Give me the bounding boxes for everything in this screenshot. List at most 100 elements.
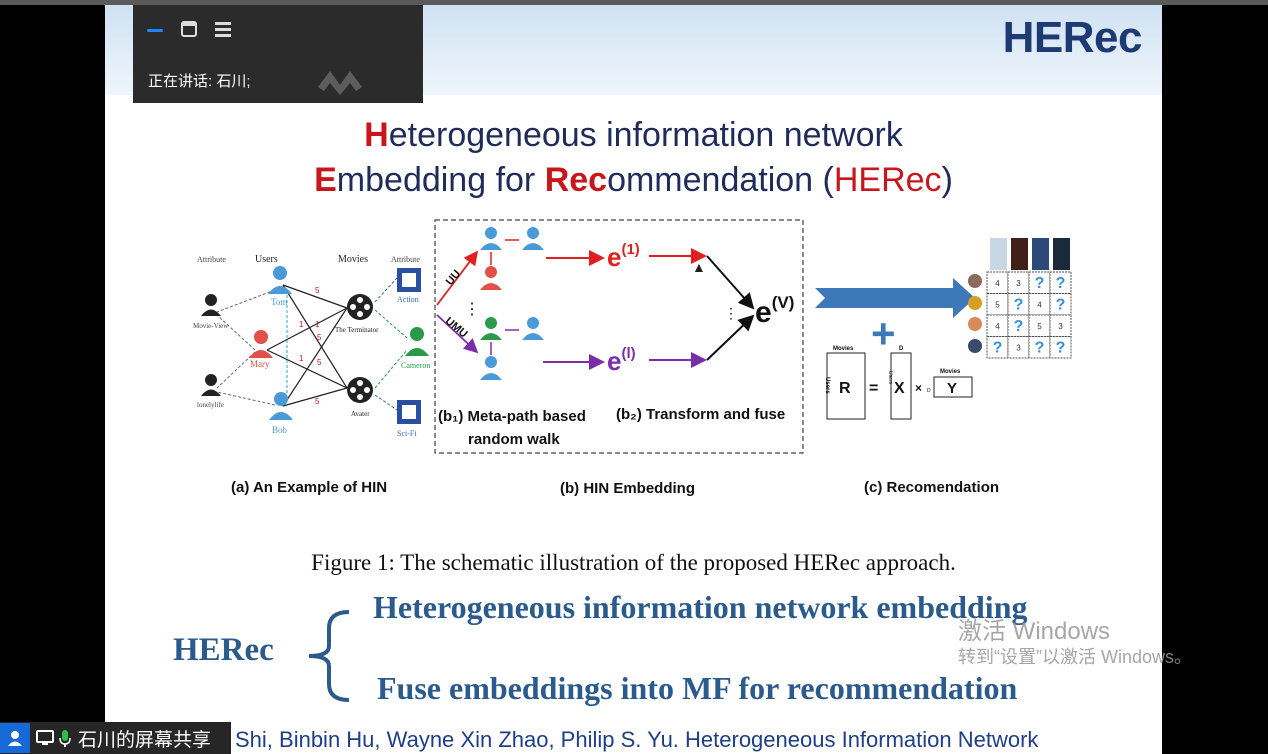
attr-node-cameron	[405, 327, 429, 356]
walk-users-top	[480, 227, 544, 290]
screen-share-icon[interactable]	[35, 728, 55, 748]
label-b2: (b₂) Transform and fuse	[616, 406, 785, 423]
rating-value: ?	[1056, 275, 1066, 292]
rating-user-avatars	[968, 274, 982, 353]
attr-node-movie-view	[201, 294, 221, 316]
mouse-cursor-icon: ▲	[692, 259, 706, 275]
caption-panel-c: (c) Recomendation	[864, 479, 999, 496]
edge-weight-1: 5	[315, 286, 320, 295]
attr-node-lonelylife	[201, 374, 221, 396]
user-node-mary	[249, 330, 273, 358]
curly-brace	[308, 610, 350, 702]
slide-title-line2: Embedding for Recommendation (HERec)	[105, 158, 1162, 203]
rating-value: ?	[1056, 340, 1066, 357]
panel-controls	[145, 19, 233, 39]
embedding-ev: e(V)	[755, 293, 794, 329]
col-attr-right: Attribute	[391, 255, 420, 264]
embedding-e1: e(1)	[607, 241, 640, 272]
rating-value: ?	[1035, 275, 1045, 292]
slide-brand-title: HERec	[1002, 13, 1143, 62]
edge-weight-6: 5	[317, 358, 322, 367]
mf-y-box	[933, 376, 973, 398]
attr-label-action: Action	[397, 295, 419, 304]
herec-schematic-figure: Attribute Users Movies Attribute 5 1 1 5	[193, 219, 1072, 497]
movie-posters	[990, 238, 1070, 270]
col-users: Users	[255, 254, 278, 265]
attr-label-lonelylife: lonelylife	[197, 401, 224, 409]
edge-weight-7: 5	[315, 397, 320, 406]
mf-d-side: D	[927, 388, 931, 394]
rating-value: 3	[1058, 322, 1063, 331]
meeting-floating-panel: 正在讲话: 石川;	[133, 5, 423, 103]
plus-sign: +	[871, 310, 896, 357]
rating-value: ?	[1014, 297, 1024, 314]
rating-value: ?	[1056, 297, 1066, 314]
user-node-bob	[269, 392, 293, 420]
rating-value: 5	[1037, 322, 1042, 331]
microphone-icon[interactable]	[58, 728, 72, 748]
bullet-fuse: Fuse embeddings into MF for recommendati…	[377, 670, 1018, 706]
caption-panel-b: (b) HIN Embedding	[560, 480, 695, 497]
mf-equals: =	[869, 380, 878, 397]
rating-value: 4	[995, 279, 1000, 288]
user-label-tom: Tom	[271, 297, 287, 307]
figure-caption: Figure 1: The schematic illustration of …	[311, 550, 956, 575]
attr-label-cameron: Cameron	[401, 361, 430, 370]
walk-users-bottom	[480, 317, 544, 380]
minimize-icon[interactable]	[145, 19, 165, 39]
mf-r-box	[826, 352, 866, 420]
rating-value: 4	[1037, 301, 1042, 310]
mf-d-top: D	[899, 346, 904, 352]
active-speaker: 正在讲话: 石川;	[148, 73, 251, 90]
col-attr-left: Attribute	[197, 255, 226, 264]
meta-path-uu: UU	[444, 268, 463, 288]
attr-node-scifi	[397, 400, 421, 424]
walk-ellipsis: ⋮	[464, 301, 480, 318]
activation-watermark-title: 激活 Windows	[958, 618, 1111, 645]
edge-weight-5: 1	[299, 354, 304, 363]
rating-value: ?	[993, 340, 1003, 357]
screen-share-label: 石川的屏幕共享	[78, 729, 212, 751]
user-node-tom	[268, 266, 292, 294]
mf-users-side: Users	[824, 377, 830, 394]
top-edge-bar	[0, 0, 1268, 5]
screen-share-bar[interactable]: 石川的屏幕共享	[0, 722, 231, 754]
activation-watermark-hint: 转到“设置”以激活 Windows。	[958, 647, 1193, 667]
movie-node-terminator	[347, 294, 373, 320]
movie-label-terminator: The Terminator	[335, 326, 379, 334]
label-b1: (b₁) Meta-path based	[438, 408, 586, 425]
big-blue-arrow	[815, 278, 975, 318]
mf-x: X	[894, 380, 905, 397]
title-initial-e: E	[314, 161, 337, 199]
title-abbr: HERec	[833, 161, 942, 199]
mf-movies-y: Movies	[940, 369, 961, 375]
user-label-mary: Mary	[250, 359, 270, 369]
window-icon[interactable]	[179, 19, 199, 39]
title-line1-rest: eterogeneous information network	[388, 116, 903, 154]
rating-value: 4	[995, 322, 1000, 331]
rating-value: 3	[1016, 344, 1021, 353]
attr-label-scifi: Sci-Fi	[397, 429, 417, 438]
rating-value: ?	[1014, 318, 1024, 335]
rating-value: ?	[1035, 340, 1045, 357]
edge-weight-4: 5	[317, 333, 322, 342]
slide-title-line1: Heterogeneous information network	[105, 113, 1162, 158]
person-icon	[0, 723, 30, 753]
meta-path-umu: UMU	[443, 315, 470, 340]
attr-node-action	[397, 268, 421, 292]
mf-movies-top: Movies	[833, 346, 854, 352]
user-label-bob: Bob	[272, 425, 288, 435]
mf-times: ×	[915, 381, 922, 395]
title-line2-mid: mbedding for	[336, 161, 545, 199]
movie-node-avater	[347, 377, 373, 403]
presentation-slide: HERec Heterogeneous information network …	[105, 5, 1162, 754]
title-line2-rest: ommendation (	[607, 161, 834, 199]
attr-label-movie-view: Movie-View	[193, 322, 229, 330]
col-movies: Movies	[338, 254, 368, 265]
movie-label-avater: Avater	[351, 410, 370, 418]
menu-icon[interactable]	[213, 19, 233, 39]
title-close-paren: )	[941, 161, 953, 199]
reference-line: Shi, Binbin Hu, Wayne Xin Zhao, Philip S…	[235, 727, 1039, 752]
rating-value: 5	[995, 301, 1000, 310]
